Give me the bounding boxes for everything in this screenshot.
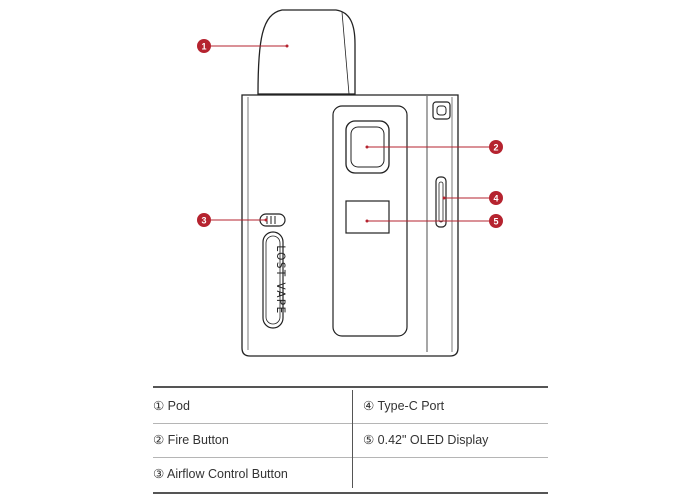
legend-row: ③ Airflow Control Button	[153, 458, 548, 491]
brand-logo-text: LOST VAPE	[274, 245, 288, 314]
svg-text:2: 2	[493, 143, 498, 153]
callout-4: 4	[442, 191, 503, 205]
svg-text:4: 4	[493, 194, 498, 204]
type-c-port	[435, 176, 447, 228]
callout-2: 2	[365, 140, 503, 154]
oled-display	[345, 200, 390, 234]
svg-text:1: 1	[201, 42, 206, 52]
svg-text:5: 5	[493, 217, 498, 227]
parts-legend-table: ① Pod ④ Type-C Port ② Fire Button ⑤ 0.42…	[153, 386, 548, 494]
callout-3: 3	[197, 213, 268, 227]
legend-item-pod: ① Pod	[153, 399, 190, 413]
brand-plate: LOST VAPE	[262, 231, 288, 329]
callout-5: 5	[365, 214, 503, 228]
legend-item-type-c-port: ④ Type-C Port	[363, 399, 445, 413]
callout-1: 1	[197, 39, 289, 53]
legend-item-airflow-control-button: ③ Airflow Control Button	[153, 467, 288, 481]
legend-item-fire-button: ② Fire Button	[153, 433, 229, 447]
pod	[257, 9, 356, 95]
legend-column-divider	[352, 390, 353, 488]
legend-item-oled-display: ⑤ 0.42" OLED Display	[363, 433, 489, 447]
svg-text:3: 3	[201, 216, 206, 226]
legend-item-empty	[363, 458, 548, 491]
legend-row: ① Pod ④ Type-C Port	[153, 390, 548, 424]
lanyard-slot	[432, 101, 451, 120]
device-illustration: LOST VAPE 1 2 3 4 5	[197, 9, 503, 357]
legend-row: ② Fire Button ⑤ 0.42" OLED Display	[153, 424, 548, 458]
